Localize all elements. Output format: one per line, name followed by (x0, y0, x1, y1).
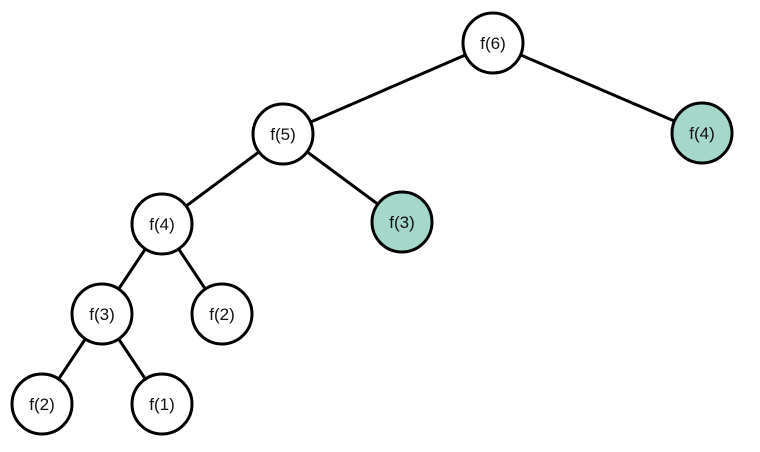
node-label: f(3) (89, 305, 115, 324)
node-circle (130, 192, 194, 256)
tree-node-f2r: f(2) (190, 282, 254, 346)
node-circle (461, 11, 525, 75)
node-circle-highlighted (370, 190, 434, 254)
node-label: f(1) (149, 395, 175, 414)
tree-node-f1: f(1) (130, 372, 194, 436)
node-label: f(4) (149, 215, 175, 234)
tree-node-f6: f(6) (461, 11, 525, 75)
tree-node-f4l: f(4) (130, 192, 194, 256)
node-label: f(4) (689, 124, 715, 143)
node-label: f(5) (270, 125, 296, 144)
node-circle (251, 102, 315, 166)
tree-node-f4r: f(4) (670, 101, 734, 165)
node-circle (10, 372, 74, 436)
node-label: f(6) (480, 34, 506, 53)
tree-node-f5: f(5) (251, 102, 315, 166)
node-circle (190, 282, 254, 346)
tree-node-f2l: f(2) (10, 372, 74, 436)
node-label: f(2) (209, 305, 235, 324)
tree-node-f3l: f(3) (70, 282, 134, 346)
node-circle-highlighted (670, 101, 734, 165)
node-label: f(2) (29, 395, 55, 414)
node-circle (130, 372, 194, 436)
edge-f6-f5 (282, 41, 494, 136)
edge-f6-f4r (492, 41, 703, 135)
tree-node-f3r: f(3) (370, 190, 434, 254)
node-circle (70, 282, 134, 346)
node-label: f(3) (389, 213, 415, 232)
